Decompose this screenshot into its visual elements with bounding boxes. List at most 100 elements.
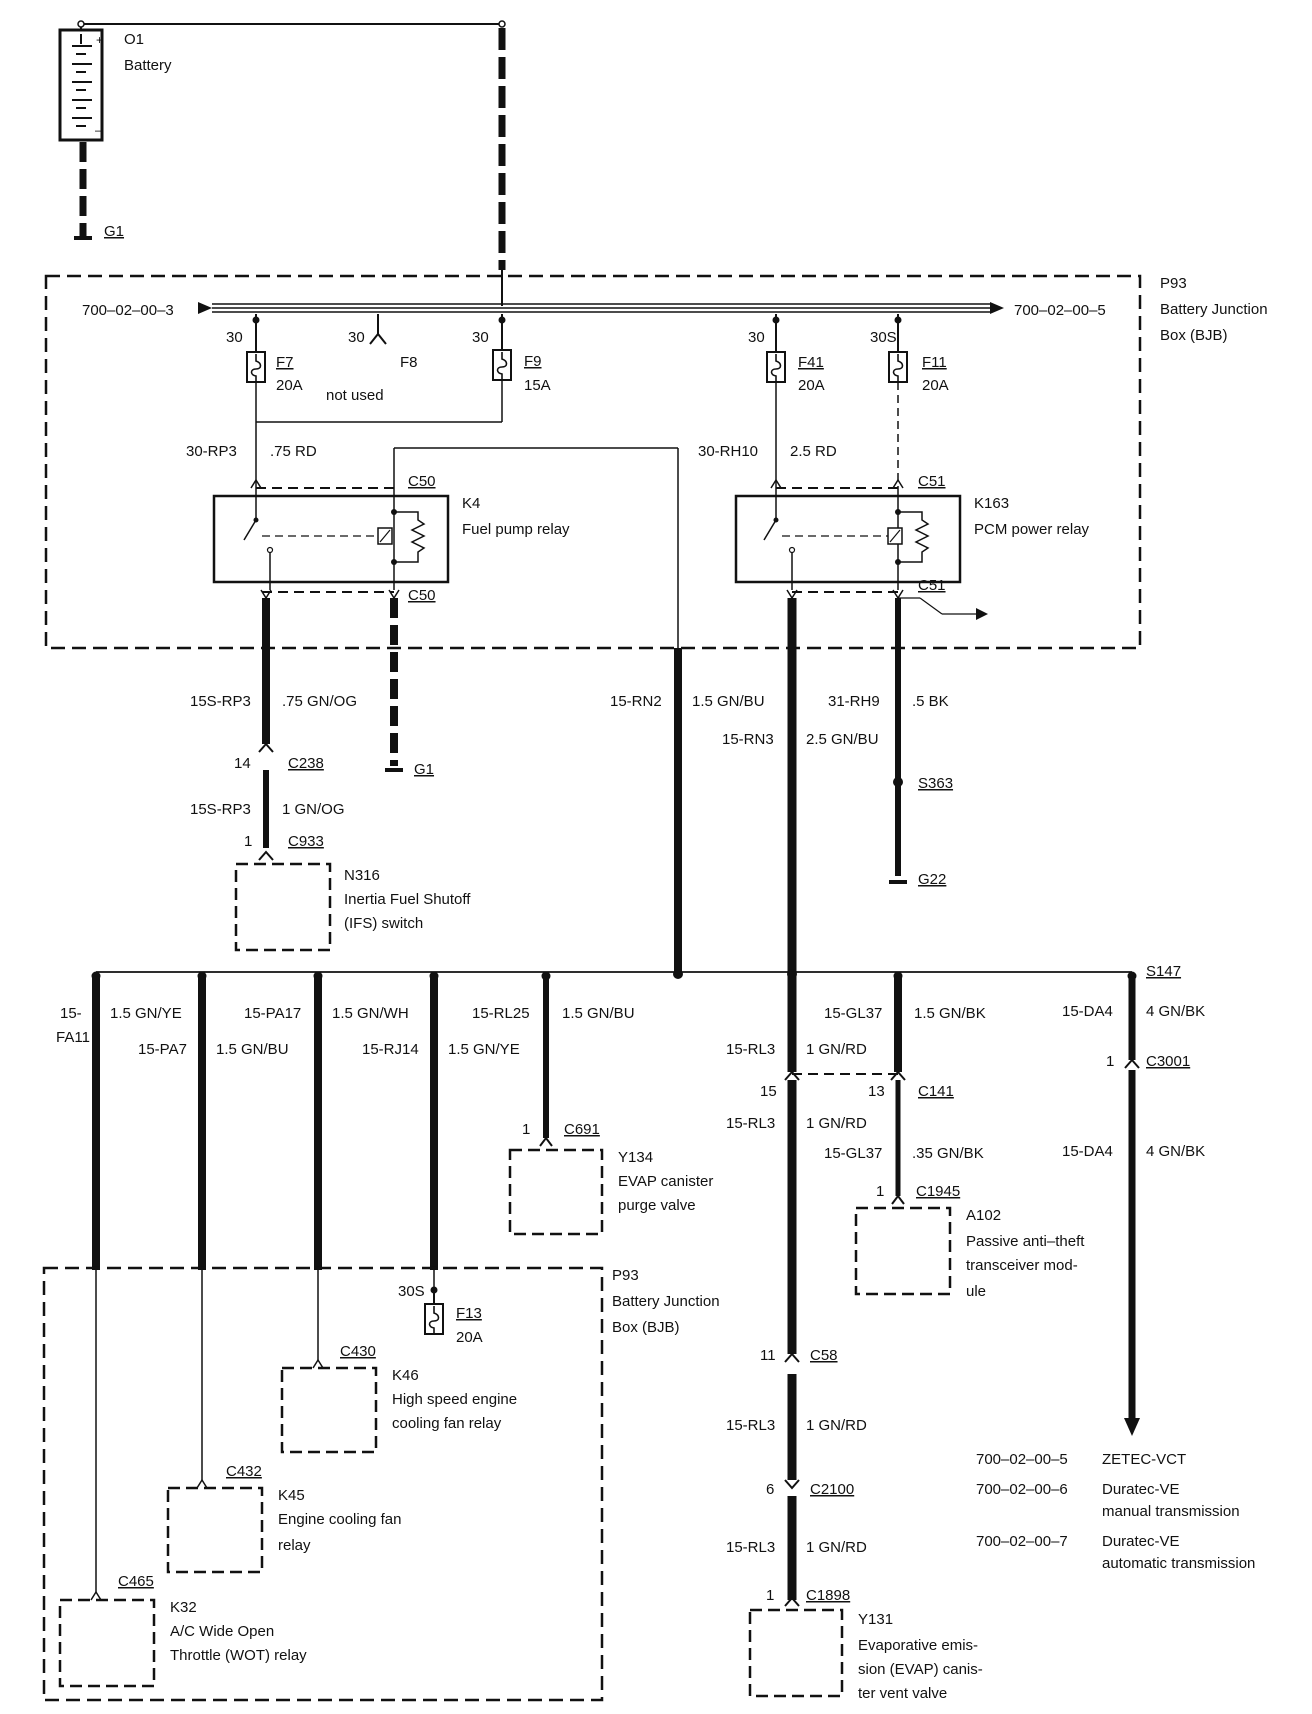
svg-text:+: + [96, 33, 103, 47]
k163-id: K163 [974, 495, 1009, 512]
f41-pin: 30 [748, 329, 765, 346]
bjb-id-bottom: P93 [612, 1267, 639, 1284]
wire-pa7-spec: 1.5 GN/BU [216, 1041, 289, 1058]
wire-pa17-spec: 1.5 GN/WH [332, 1005, 409, 1022]
n316-component [234, 862, 332, 952]
c1945: C1945 [916, 1183, 960, 1200]
wire-rl3-id-4: 15-RL3 [726, 1539, 775, 1556]
wire-rp3-spec: .75 RD [270, 443, 317, 460]
y134-component [508, 1148, 604, 1236]
k4-id: K4 [462, 495, 480, 512]
y131-id: Y131 [858, 1611, 893, 1628]
y134-l2: purge valve [618, 1197, 696, 1214]
ref-3-code: 700–02–00–7 [976, 1533, 1068, 1550]
pin-15: 15 [760, 1083, 777, 1100]
wire-da4-spec: 4 GN/BK [1146, 1003, 1205, 1020]
c933: C933 [288, 833, 324, 850]
y131-l3: ter vent valve [858, 1685, 947, 1702]
wire-rl3-spec-2: 1 GN/RD [806, 1115, 867, 1132]
ref-3-desc1: Duratec-VE [1102, 1533, 1180, 1550]
wire-rl3-id-2: 15-RL3 [726, 1115, 775, 1132]
power-bus [198, 302, 1004, 314]
bjb-line1-bottom: Battery Junction [612, 1293, 720, 1310]
battery-id: O1 [124, 31, 144, 48]
f41-id: F41 [798, 354, 824, 371]
pin-1-c691: 1 [522, 1121, 530, 1138]
wire-da4b-id: 15-DA4 [1062, 1143, 1113, 1160]
wire-rl3-id-3: 15-RL3 [726, 1417, 775, 1434]
wire-fa11-id-b: FA11 [56, 1029, 90, 1046]
ref-2-desc1: Duratec-VE [1102, 1481, 1180, 1498]
y134-id: Y134 [618, 1149, 653, 1166]
c50-top: C50 [408, 473, 436, 490]
k45-l1: Engine cooling fan [278, 1511, 401, 1528]
bjb-lower-boundary [42, 1266, 604, 1702]
wire-srp3-spec: .75 GN/OG [282, 693, 357, 710]
wire-srp3-id: 15S-RP3 [190, 693, 251, 710]
wire-srp3b-spec: 1 GN/OG [282, 801, 345, 818]
bjb-line1-top: Battery Junction [1160, 301, 1268, 318]
s363: S363 [918, 775, 953, 792]
k45-id: K45 [278, 1487, 305, 1504]
pin-1-c1945: 1 [876, 1183, 884, 1200]
f9-id: F9 [524, 353, 542, 370]
wire-rl3-id-1: 15-RL3 [726, 1041, 775, 1058]
f8-id: F8 [400, 354, 418, 371]
c141: C141 [918, 1083, 954, 1100]
pin-13: 13 [868, 1083, 885, 1100]
c51-top: C51 [918, 473, 946, 490]
wire-da4b-spec: 4 GN/BK [1146, 1143, 1205, 1160]
ref-1-desc1: ZETEC-VCT [1102, 1451, 1186, 1468]
bus-ref-out: 700–02–00–5 [1014, 302, 1106, 319]
wire-rl3-spec-4: 1 GN/RD [806, 1539, 867, 1556]
k45-l2: relay [278, 1537, 311, 1554]
wire-rn2-spec: 1.5 GN/BU [692, 693, 765, 710]
ref-3-desc2: automatic transmission [1102, 1555, 1255, 1572]
a102-id: A102 [966, 1207, 1001, 1224]
pin-1-c1898: 1 [766, 1587, 774, 1604]
a102-component [854, 1206, 952, 1296]
wire-rh9-id: 31-RH9 [828, 693, 880, 710]
f8-pin: 30 [348, 329, 365, 346]
wire-rl3-spec-3: 1 GN/RD [806, 1417, 867, 1434]
c3001: C3001 [1146, 1053, 1190, 1070]
n316-l2: (IFS) switch [344, 915, 423, 932]
k46-l1: High speed engine [392, 1391, 517, 1408]
wire-rn2-id: 15-RN2 [610, 693, 662, 710]
wire-gl37-spec: 1.5 GN/BK [914, 1005, 986, 1022]
f9-pin: 30 [472, 329, 489, 346]
wire-rp3-id: 30-RP3 [186, 443, 237, 460]
c691: C691 [564, 1121, 600, 1138]
svg-text:–: – [95, 123, 102, 137]
f8-note: not used [326, 387, 384, 404]
wire-rh10-id: 30-RH10 [698, 443, 758, 460]
ref-2-desc2: manual transmission [1102, 1503, 1240, 1520]
k32-l2: Throttle (WOT) relay [170, 1647, 307, 1664]
ground-g1-top: G1 [104, 223, 124, 240]
bjb-id-top: P93 [1160, 275, 1187, 292]
relay-k4 [212, 487, 450, 590]
k32-component [58, 1598, 156, 1688]
wire-rh10-spec: 2.5 RD [790, 443, 837, 460]
wire-da4-id: 15-DA4 [1062, 1003, 1113, 1020]
pin-14: 14 [234, 755, 251, 772]
wire-rl25-id: 15-RL25 [472, 1005, 530, 1022]
c58: C58 [810, 1347, 838, 1364]
f13-pin: 30S [398, 1283, 425, 1300]
k32-id: K32 [170, 1599, 197, 1616]
pin-11: 11 [760, 1347, 776, 1364]
k163-name: PCM power relay [974, 521, 1090, 538]
f7-pin: 30 [226, 329, 243, 346]
wire-srp3b-id: 15S-RP3 [190, 801, 251, 818]
c465: C465 [118, 1573, 154, 1590]
bjb-line2-top: Box (BJB) [1160, 327, 1228, 344]
y134-l1: EVAP canister [618, 1173, 713, 1190]
battery: + – [58, 28, 104, 142]
wire-pa17-id: 15-PA17 [244, 1005, 301, 1022]
c51-right: C51 [918, 577, 946, 594]
wire-gl37b-id: 15-GL37 [824, 1145, 882, 1162]
c2100: C2100 [810, 1481, 854, 1498]
battery-name: Battery [124, 57, 172, 74]
c430: C430 [340, 1343, 376, 1360]
